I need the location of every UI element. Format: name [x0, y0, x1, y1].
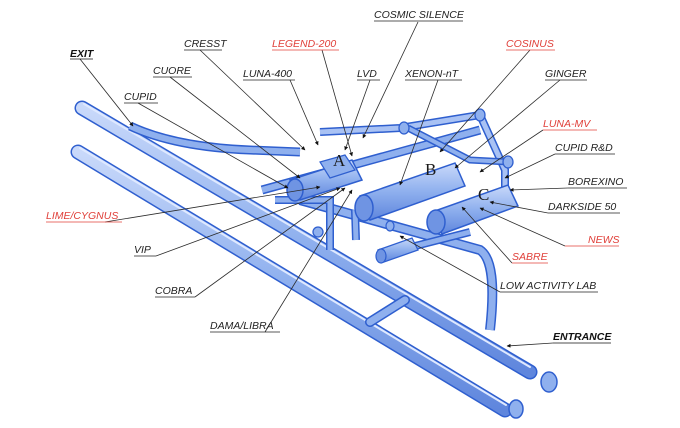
label-cupid-rd: CUPID R&D: [555, 142, 613, 154]
label-cresst: CRESST: [184, 38, 228, 50]
hall-a-letter: A: [333, 151, 346, 170]
label-low-activity-lab: LOW ACTIVITY LAB: [500, 280, 596, 292]
label-entrance: ENTRANCE: [553, 331, 612, 343]
label-cosinus: COSINUS: [506, 38, 554, 50]
label-dama-libra: DAMA/LIBRA: [210, 320, 274, 332]
hall-c-letter: C: [478, 185, 489, 204]
label-lvd: LVD: [357, 68, 377, 80]
small-node-structures: [312, 108, 514, 238]
label-cosmic-silence: COSMIC SILENCE: [374, 9, 465, 21]
label-luna-400: LUNA-400: [243, 68, 292, 80]
label-legend-200: LEGEND-200: [272, 38, 336, 50]
labels: EXIT COSMIC SILENCE CRESST LEGEND-200 CO…: [46, 9, 627, 344]
hall-c-cylinder: [426, 184, 520, 235]
highway-connector: [365, 295, 410, 327]
label-luna-mv: LUNA-MV: [543, 118, 591, 130]
label-xenon-nt: XENON-nT: [404, 68, 460, 80]
highway-tunnel-lower: [70, 144, 524, 419]
leader-lines: [79, 21, 569, 348]
label-darkside-50: DARKSIDE 50: [548, 201, 616, 213]
label-cupid: CUPID: [124, 91, 157, 103]
label-lime-cygnus: LIME/CYGNUS: [46, 210, 118, 222]
hall-a-cylinder: [286, 154, 364, 202]
label-news: NEWS: [588, 234, 620, 246]
hall-b-letter: B: [425, 160, 436, 179]
label-cuore: CUORE: [153, 65, 192, 77]
label-sabre: SABRE: [512, 251, 549, 263]
highway-tunnel-upper: [74, 100, 558, 393]
low-activity-lab-cylinder: [375, 237, 419, 264]
label-exit: EXIT: [70, 48, 95, 60]
label-cobra: COBRA: [155, 285, 192, 297]
label-vip: VIP: [134, 244, 151, 256]
label-borexino: BOREXINO: [568, 176, 623, 188]
hall-b-cylinder: [354, 162, 467, 222]
label-ginger: GINGER: [545, 68, 587, 80]
